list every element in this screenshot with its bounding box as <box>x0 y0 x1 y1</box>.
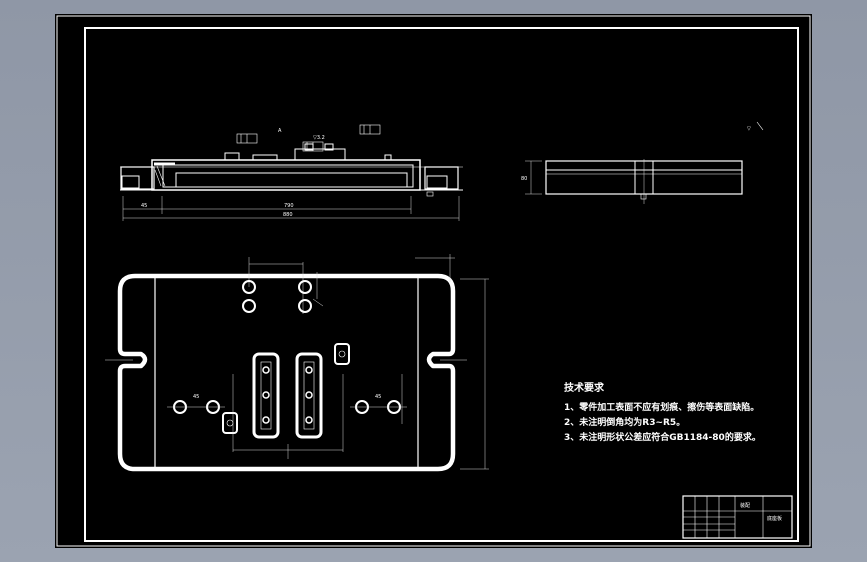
note-1: 1、零件加工表面不应有划痕、擦伤等表面缺陷。 <box>564 401 759 413</box>
title-block: 装配 底座板 <box>682 495 793 539</box>
front-view: A ▽3.2 45 790 880 <box>120 124 463 221</box>
notes-title: 技术要求 <box>564 381 605 394</box>
dim-total-height: 80 <box>521 176 527 182</box>
inner-frame <box>84 27 799 542</box>
svg-text:45: 45 <box>193 394 199 400</box>
svg-text:▽3.2: ▽3.2 <box>313 135 325 141</box>
svg-text:45: 45 <box>375 394 381 400</box>
drawing-sheet: A ▽3.2 45 790 880 80 ▽ <box>55 14 812 548</box>
dim-overall-width: 880 <box>283 212 293 218</box>
svg-text:▽: ▽ <box>747 126 751 132</box>
technical-notes: 技术要求 1、零件加工表面不应有划痕、擦伤等表面缺陷。 2、未注明倒角均为R3~… <box>564 381 761 443</box>
side-view: 80 ▽ <box>521 121 764 204</box>
plan-view: 45 45 <box>105 254 489 472</box>
note-3: 3、未注明形状公差应符合GB1184-80的要求。 <box>564 431 761 443</box>
outer-frame <box>56 15 811 547</box>
cad-drawing: A ▽3.2 45 790 880 80 ▽ <box>56 15 811 547</box>
svg-text:A: A <box>278 128 282 134</box>
title-block-part-name: 底座板 <box>767 515 782 522</box>
dim-side-offset: 45 <box>141 203 147 209</box>
note-2: 2、未注明倒角均为R3~R5。 <box>564 416 685 428</box>
dim-inner-width: 790 <box>284 203 294 209</box>
title-block-company: 装配 <box>740 502 750 509</box>
